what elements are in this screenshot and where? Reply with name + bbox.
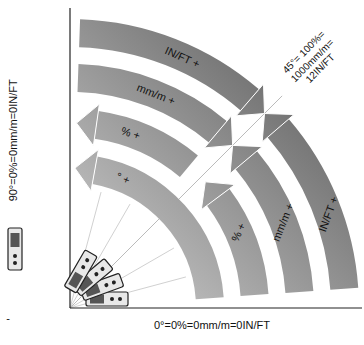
angle-ray bbox=[70, 204, 130, 308]
inclinometer-devices bbox=[64, 250, 128, 306]
device-button bbox=[111, 280, 116, 285]
device-button bbox=[80, 264, 85, 269]
device-body bbox=[64, 250, 97, 293]
device-button bbox=[84, 257, 89, 262]
vertical-device bbox=[8, 228, 22, 270]
band-arrowhead bbox=[204, 116, 232, 148]
device-button bbox=[110, 297, 114, 301]
vertical-axis bbox=[69, 8, 70, 308]
band-arrowhead bbox=[75, 150, 99, 191]
angle-rays bbox=[70, 96, 282, 308]
band-arrowhead bbox=[230, 145, 262, 173]
band-arrowhead bbox=[236, 84, 264, 116]
angle-equivalence: 45°= 100%= 1000mm/m= 12IN/FT bbox=[275, 23, 349, 97]
horizontal-axis bbox=[70, 307, 362, 308]
axis-label: 90°=0%=0mm/m=0IN/FT bbox=[7, 79, 20, 201]
device-button bbox=[94, 271, 100, 277]
device-button bbox=[104, 283, 109, 288]
axis-label: 0°=0%=0mm/m=0IN/FT bbox=[154, 319, 270, 332]
band-arrowhead bbox=[77, 104, 100, 146]
dash-mark: - bbox=[6, 312, 10, 325]
device-button bbox=[100, 266, 106, 272]
band-arrowhead bbox=[262, 114, 294, 142]
angle-ray bbox=[70, 96, 282, 308]
inclinometer-device bbox=[64, 250, 97, 293]
unit-band bbox=[218, 197, 254, 295]
device-button bbox=[118, 297, 122, 301]
band-arrowhead bbox=[201, 182, 235, 210]
device-screen bbox=[68, 272, 83, 289]
